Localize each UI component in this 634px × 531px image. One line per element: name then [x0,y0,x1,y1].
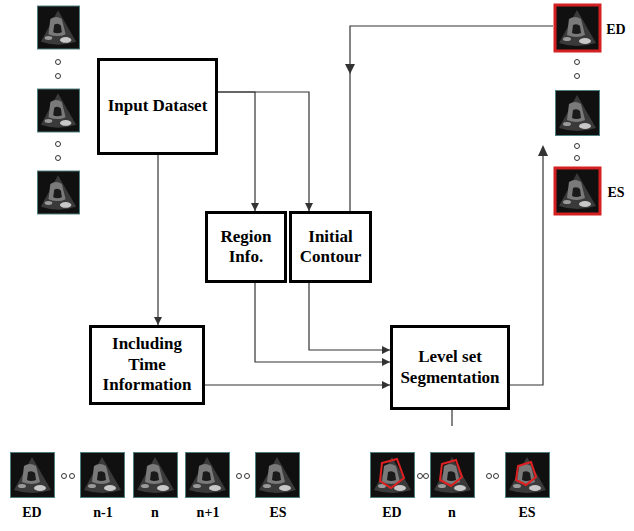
input-box: Input Dataset [97,58,218,155]
box-label: Region Info. [212,227,280,268]
flow-arrow [218,92,309,211]
flow-arrow [218,92,255,211]
frame-label: n-1 [93,505,112,520]
frame-label: n+1 [197,505,220,520]
process-box: Region Info. [205,211,287,283]
feedback-line [345,26,553,211]
frame-label: ED [22,505,41,520]
frame-label: ES [518,505,535,520]
box-label: Level set Segmentation [397,347,503,388]
flow-arrow [157,155,158,325]
time-sequence-frames [11,453,300,498]
flow-arrow [309,283,390,350]
input-frames [37,6,79,214]
flow-arrow [255,283,390,362]
frame-label: n [448,505,456,520]
flow-arrow [205,384,390,385]
frame-label: n [151,505,159,520]
box-label: Input Dataset [108,96,208,116]
output-stub [451,410,452,426]
process-box: Including Time Information [89,325,205,405]
output-arrow [510,145,548,385]
box-label: Including Time Information [96,334,198,395]
process-box: Level set Segmentation [390,325,510,410]
frame-label: ES [607,185,624,200]
output-frames [555,5,600,214]
process-box: Initial Contour [289,211,372,283]
box-label: Initial Contour [296,227,365,268]
frame-label: ED [606,22,625,37]
frame-label: ED [382,505,401,520]
frame-label: ES [269,505,286,520]
segmented-frames [371,453,550,498]
